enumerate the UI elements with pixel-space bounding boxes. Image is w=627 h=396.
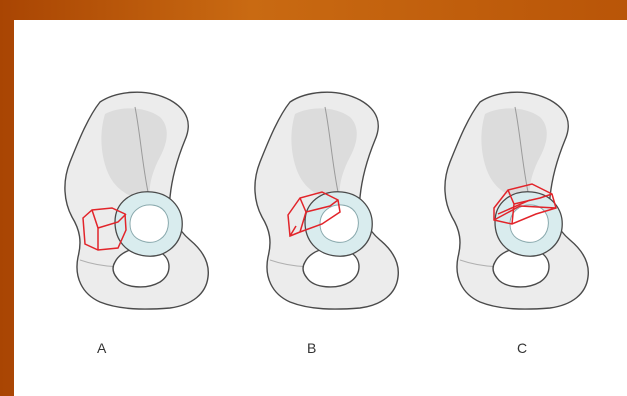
figure-label-c: C	[517, 340, 528, 356]
figure-label-a: A	[97, 340, 107, 356]
figure-label-b: B	[307, 340, 317, 356]
